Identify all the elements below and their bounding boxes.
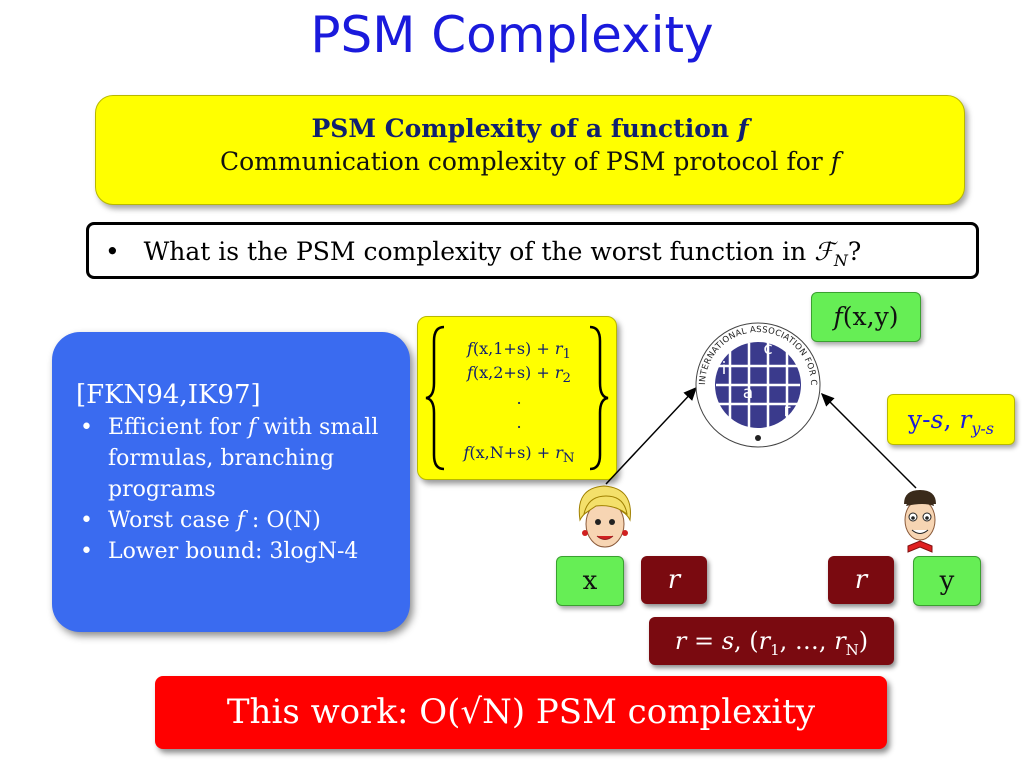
definition-box: PSM Complexity of a function f Communica… bbox=[95, 95, 965, 205]
alice-message-box: f(x,1+s) + r1 f(x,2+s) + r2 . . f(x,N+s)… bbox=[417, 316, 617, 480]
prior-work-box: [FKN94,IK97] •Efficient for f with small… bbox=[52, 332, 410, 632]
bob-arrow bbox=[820, 392, 917, 489]
left-brace-icon bbox=[425, 325, 445, 471]
bob-avatar bbox=[904, 490, 936, 553]
output-label: f(x,y) bbox=[811, 292, 921, 342]
iacr-seal-icon: c i a r INTERNATIONAL ASSOCIATION FOR CR… bbox=[0, 0, 821, 448]
random-definition: r = s, (r1, …, rN) bbox=[649, 617, 894, 665]
seal-letter: c bbox=[763, 339, 772, 359]
alice-random: r bbox=[641, 556, 707, 604]
bob-message-box: y-s, ry-s bbox=[887, 394, 1015, 445]
bob-random: r bbox=[828, 556, 894, 604]
citation-header: [FKN94,IK97] bbox=[76, 380, 261, 410]
message-ellipsis: . bbox=[516, 389, 522, 408]
question-box: • What is the PSM complexity of the wors… bbox=[86, 222, 979, 279]
bullet: • bbox=[105, 237, 120, 266]
definition-heading: PSM Complexity of a function f bbox=[311, 114, 749, 143]
seal-ring-text: INTERNATIONAL ASSOCIATION FOR CRYPTOLOGI… bbox=[0, 0, 818, 386]
page-title: PSM Complexity bbox=[310, 6, 714, 64]
result-box: This work: O(√N) PSM complexity bbox=[155, 676, 887, 749]
alice-avatar bbox=[578, 485, 631, 548]
alice-arrow bbox=[605, 386, 698, 485]
alice-input: x bbox=[556, 556, 624, 606]
bullet-item: •Worst case f : O(N) bbox=[80, 508, 321, 533]
message-row: f(x,2+s) + r2 bbox=[466, 363, 572, 387]
svg-text:INTERNATIONAL ASSOCIATION FOR: INTERNATIONAL ASSOCIATION FOR CRYPTOLOGI… bbox=[0, 0, 818, 386]
seal-letter: i bbox=[722, 359, 727, 379]
function-family: ℱN bbox=[814, 237, 848, 270]
bob-input: y bbox=[913, 556, 981, 606]
message-row: f(x,1+s) + r1 bbox=[466, 339, 572, 363]
definition-text: Communication complexity of PSM protocol… bbox=[220, 147, 840, 176]
message-row: f(x,N+s) + rN bbox=[463, 443, 575, 467]
bullet-item: •Efficient for f with small formulas, br… bbox=[80, 415, 379, 502]
seal-letter: a bbox=[743, 383, 753, 403]
question-text: What is the PSM complexity of the worst … bbox=[143, 237, 807, 266]
message-ellipsis: . bbox=[516, 413, 522, 432]
seal-letter: r bbox=[784, 401, 791, 421]
bullet-item: •Lower bound: 3logN-4 bbox=[80, 539, 359, 564]
right-brace-icon bbox=[589, 325, 609, 471]
